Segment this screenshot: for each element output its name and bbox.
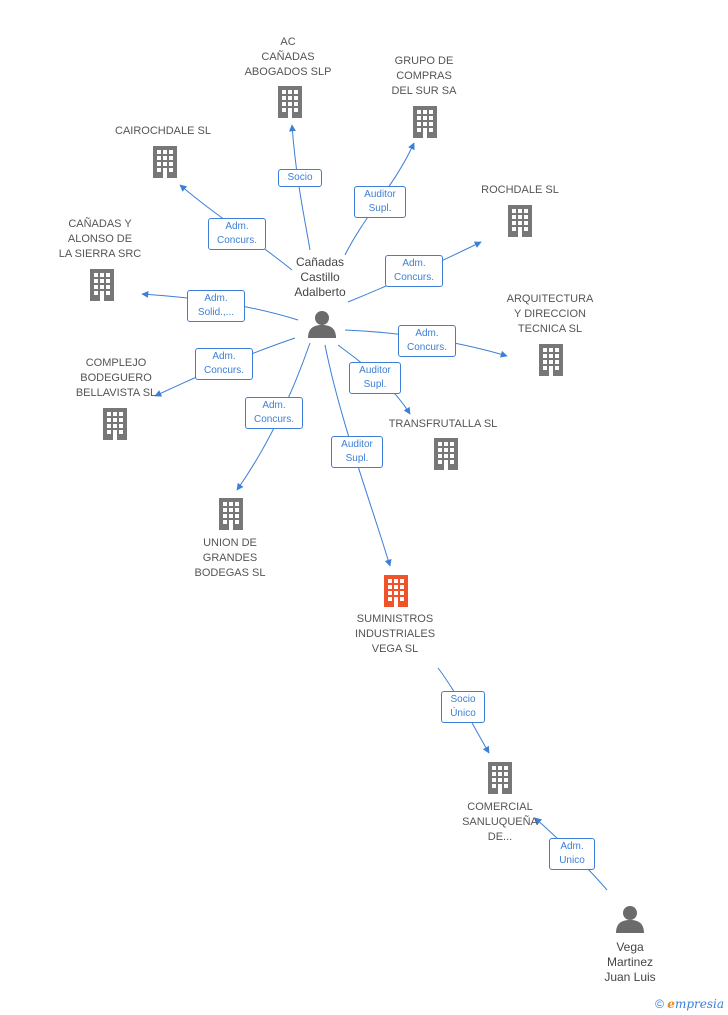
node-label-complejo[interactable]: COMPLEJO BODEGUERO BELLAVISTA SL bbox=[75, 357, 157, 399]
edge-label-adm-complejo[interactable]: Adm. Concurs. bbox=[195, 348, 253, 380]
node-label-grupo-compras[interactable]: GRUPO DE COMPRAS DEL SUR SA bbox=[391, 55, 457, 97]
edge-label-socio[interactable]: Socio bbox=[278, 169, 322, 187]
building-icon bbox=[508, 205, 532, 237]
node-label-rochdale[interactable]: ROCHDALE SL bbox=[481, 184, 559, 196]
building-icon bbox=[539, 344, 563, 376]
node-label-transfrutalla[interactable]: TRANSFRUTALLA SL bbox=[388, 418, 498, 430]
building-icon bbox=[278, 86, 302, 118]
node-label-cairochdale[interactable]: CAIROCHDALE SL bbox=[115, 125, 211, 137]
building-icon bbox=[219, 498, 243, 530]
building-icon bbox=[413, 106, 437, 138]
edge-label-adm-cairochdale[interactable]: Adm. Concurs. bbox=[208, 218, 266, 250]
node-label-arquitectura[interactable]: ARQUITECTURA Y DIRECCION TECNICA SL bbox=[506, 293, 594, 335]
edge-label-auditor-grupo[interactable]: Auditor Supl. bbox=[354, 186, 406, 218]
edge-label-adm-solid[interactable]: Adm. Solid.,... bbox=[187, 290, 245, 322]
building-icon bbox=[103, 408, 127, 440]
building-icon bbox=[434, 438, 458, 470]
person-icon bbox=[308, 311, 336, 338]
edge-label-auditor-suministros[interactable]: Auditor Supl. bbox=[331, 436, 383, 468]
footer-branding[interactable]: © empresia bbox=[655, 997, 724, 1011]
node-label-ac-canadas[interactable]: AC CAÑADAS ABOGADOS SLP bbox=[244, 36, 332, 78]
building-icon bbox=[153, 146, 177, 178]
node-label-vega-person[interactable]: Vega Martinez Juan Luis bbox=[604, 940, 656, 984]
edge-label-adm-unico[interactable]: Adm. Unico bbox=[549, 838, 595, 870]
node-label-comercial[interactable]: COMERCIAL SANLUQUEÑA DE... bbox=[462, 801, 538, 843]
node-label-canadas-person[interactable]: Cañadas Castillo Adalberto bbox=[294, 255, 346, 299]
node-label-union[interactable]: UNION DE GRANDES BODEGAS SL bbox=[194, 537, 266, 579]
node-label-canadas-alonso[interactable]: CAÑADAS Y ALONSO DE LA SIERRA SRC bbox=[58, 218, 142, 260]
edge-label-adm-union[interactable]: Adm. Concurs. bbox=[245, 397, 303, 429]
building-icon-highlighted bbox=[384, 575, 408, 607]
edge-label-adm-arquitectura[interactable]: Adm. Concurs. bbox=[398, 325, 456, 357]
empresia-logo: empresia bbox=[667, 997, 724, 1011]
copyright-symbol: © bbox=[655, 997, 664, 1011]
node-label-suministros[interactable]: SUMINISTROS INDUSTRIALES VEGA SL bbox=[354, 613, 436, 655]
edge-label-socio-unico[interactable]: Socio Único bbox=[441, 691, 485, 723]
building-icon bbox=[488, 762, 512, 794]
edge-label-auditor-transfrutalla[interactable]: Auditor Supl. bbox=[349, 362, 401, 394]
edge-label-adm-rochdale[interactable]: Adm. Concurs. bbox=[385, 255, 443, 287]
person-icon bbox=[616, 906, 644, 933]
building-icon bbox=[90, 269, 114, 301]
edge-line-socio bbox=[288, 124, 311, 251]
